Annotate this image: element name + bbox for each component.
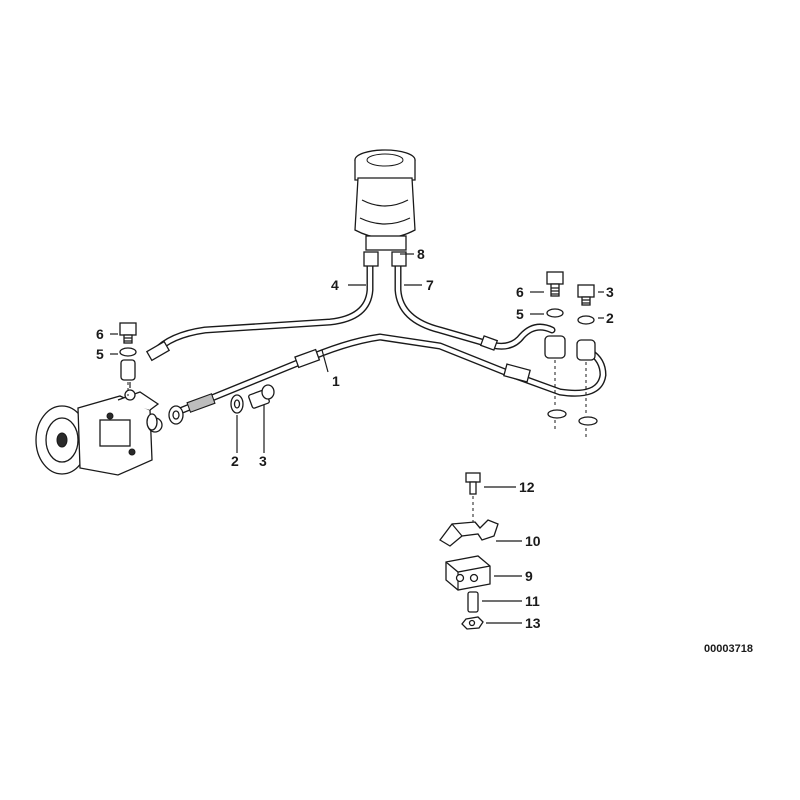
washer-left[interactable] (230, 394, 244, 414)
callout-5-left: 5 (96, 346, 104, 362)
bracket[interactable] (439, 519, 499, 547)
callout-10: 10 (525, 533, 541, 549)
callout-3-right: 3 (606, 284, 614, 300)
callout-5-right: 5 (516, 306, 524, 322)
callout-11: 11 (525, 593, 540, 609)
power-steering-pump[interactable] (35, 382, 163, 476)
callout-3-left: 3 (259, 453, 267, 469)
callout-6-right: 6 (516, 284, 524, 300)
pump-outlet-fittings (146, 405, 184, 431)
hose-ferrules (145, 251, 531, 413)
main-pressure-hose[interactable] (171, 333, 607, 417)
callout-1: 1 (332, 373, 340, 389)
nut[interactable] (461, 616, 484, 630)
callout-9: 9 (525, 568, 533, 584)
feed-hose[interactable] (394, 258, 556, 350)
screw[interactable] (465, 472, 481, 495)
hollow-bolt-right[interactable] (546, 271, 564, 297)
callout-4: 4 (331, 277, 339, 293)
bolt-right[interactable] (577, 284, 595, 306)
callout-8: 8 (417, 246, 425, 262)
seal-right-bottom (578, 416, 598, 426)
diagram-reference-number: 00003718 (704, 643, 753, 655)
callout-2-left: 2 (231, 453, 239, 469)
banjo-right (576, 339, 596, 361)
callout-7: 7 (426, 277, 434, 293)
leader-lines (110, 253, 604, 624)
clamp-block[interactable] (445, 555, 491, 591)
banjo-left (120, 359, 136, 381)
seal-left[interactable] (119, 347, 137, 357)
washer-right[interactable] (577, 315, 595, 325)
callout-13: 13 (525, 615, 541, 631)
callout-2-right: 2 (606, 310, 614, 326)
sleeve[interactable] (467, 591, 479, 613)
return-hose[interactable] (151, 258, 374, 356)
reservoir[interactable] (354, 149, 416, 251)
hollow-bolt-left[interactable] (119, 322, 137, 344)
seal-right-upper[interactable] (546, 308, 564, 318)
banjo-right-upper (544, 335, 566, 359)
bolt-left[interactable] (248, 384, 275, 409)
callout-6-left: 6 (96, 326, 104, 342)
seal-right-lower (547, 409, 567, 419)
callout-12: 12 (519, 479, 535, 495)
